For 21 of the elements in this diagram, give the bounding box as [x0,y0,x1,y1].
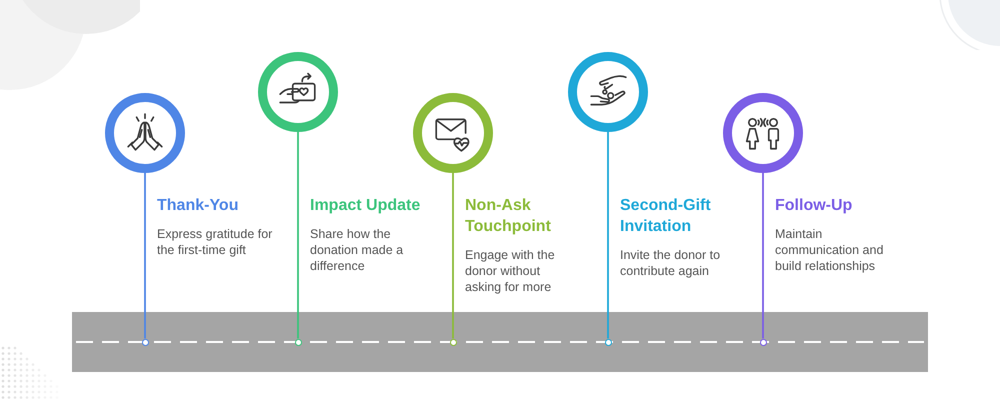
road [72,312,928,372]
connector-line [144,173,146,338]
connector-line [297,132,299,338]
connector-line [452,173,454,338]
step-title: Impact Update [310,196,420,216]
road-marker-dot [294,338,302,346]
step-title: Thank-You [157,196,238,216]
step-description: Express gratitude for the first-time gift [157,226,274,258]
step-description: Invite the donor to contribute again [620,247,722,279]
road-marker-dot [604,338,612,346]
connector-line [762,173,764,338]
connector-line [607,132,609,338]
step-title: Second-Gift Invitation [620,196,712,237]
step-description: Maintain communication and build relationships [775,226,884,274]
step-description: Engage with the donor without asking for more [465,247,556,295]
step-title: Non-Ask Touchpoint [465,196,552,237]
road-marker-dot [142,338,148,346]
road-marker-dot [760,338,766,346]
step-title: Follow-Up [775,196,852,216]
step-description: Share how the donation made a difference [310,226,404,274]
road-marker-dot [450,338,456,346]
